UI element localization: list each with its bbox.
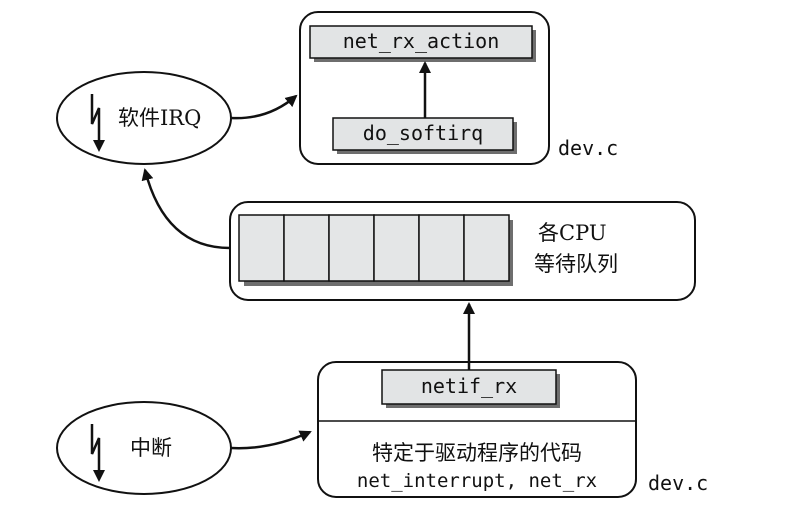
- queue-cell: [418, 214, 465, 282]
- queue-cell: [238, 214, 285, 282]
- queue-cell: [463, 214, 510, 282]
- queue-label-line2: 等待队列: [534, 252, 618, 276]
- do-softirq-label: do_softirq: [363, 121, 483, 145]
- softirq-file-label: dev.c: [558, 136, 618, 160]
- do-softirq-box: [332, 117, 514, 151]
- interrupt-label: 中断: [130, 436, 172, 460]
- driver-file-label: dev.c: [648, 471, 708, 495]
- arrow-interrupt-to-driver: [230, 430, 312, 450]
- queue-cell: [373, 214, 420, 282]
- queue-cell: [328, 214, 375, 282]
- lightning-icon: [90, 94, 101, 144]
- queue-label-line1: 各CPU: [538, 221, 607, 245]
- driver-funcs: net_interrupt, net_rx: [357, 470, 597, 492]
- driver-desc: 特定于驱动程序的代码: [372, 441, 582, 465]
- netif-rx-label: netif_rx: [421, 374, 517, 398]
- netif-rx-box: [381, 369, 557, 405]
- queue-cell: [283, 214, 330, 282]
- soft-irq-label: 软件IRQ: [118, 106, 201, 130]
- net-rx-action-box: [309, 25, 533, 59]
- lightning-icon: [90, 424, 101, 474]
- net-rx-action-label: net_rx_action: [343, 29, 500, 53]
- arrow-soft-irq-to-softirq: [230, 94, 298, 120]
- queue-cells: [238, 214, 510, 282]
- arrow-queue-to-soft-irq: [141, 168, 231, 250]
